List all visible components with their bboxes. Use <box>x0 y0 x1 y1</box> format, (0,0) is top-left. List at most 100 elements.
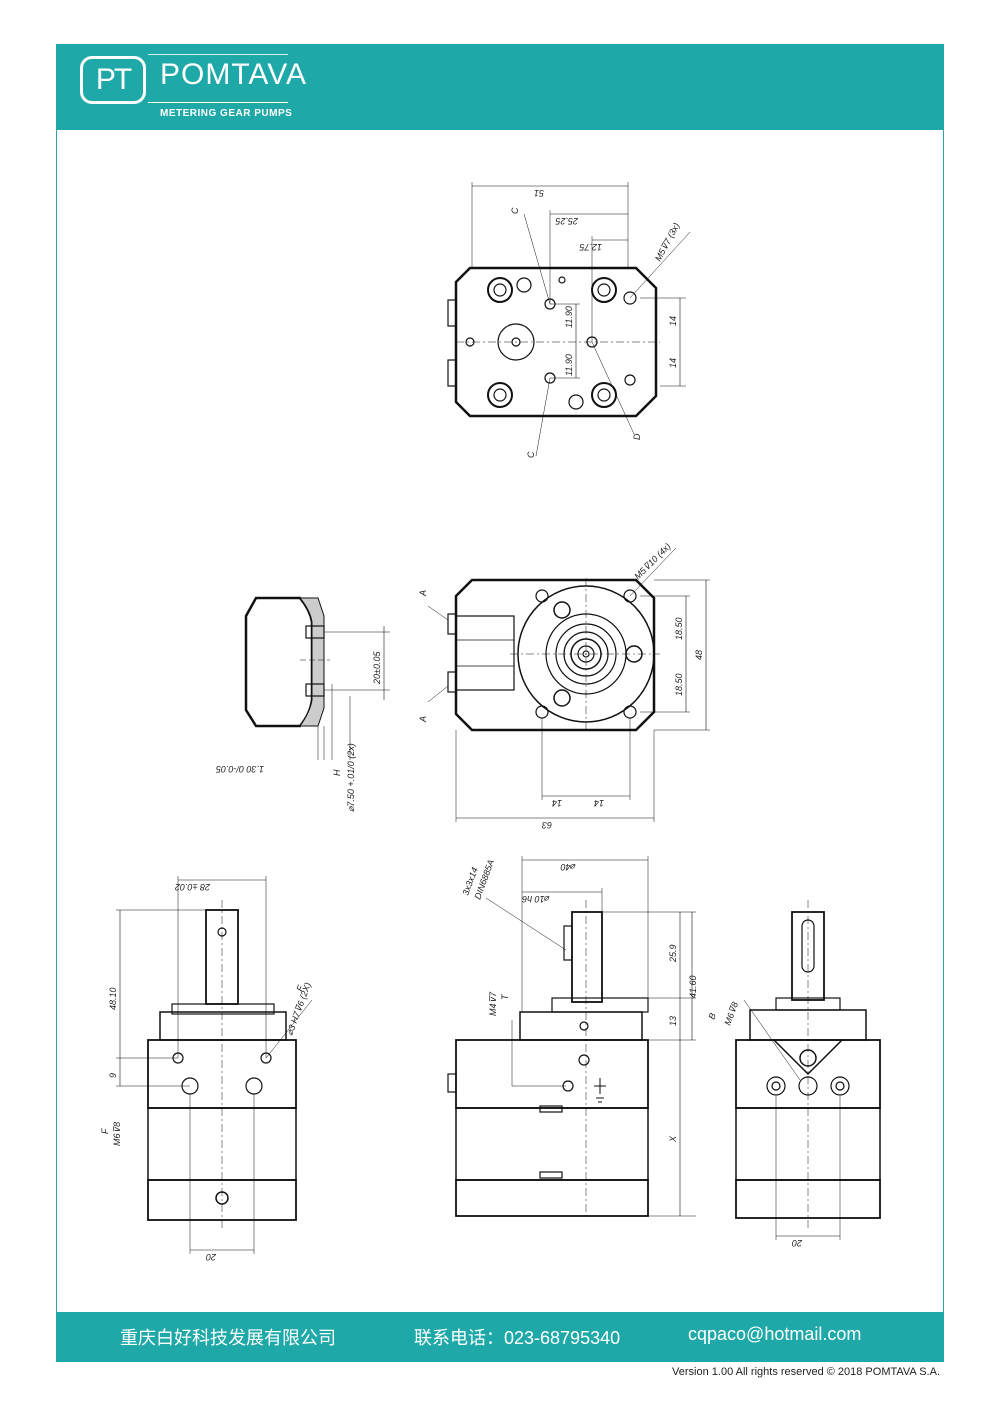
footer-phone: 联系电话：023-68795340 <box>414 1328 621 1348</box>
dim-14-front-b: 14 <box>594 798 604 808</box>
right-thread-note: M6⊽8 <box>722 1001 740 1027</box>
dim-14-front-a: 14 <box>552 798 562 808</box>
top-view-bolt-3-hex <box>493 388 507 402</box>
dim-25-25: 25.25 <box>554 216 579 226</box>
label-d: D <box>632 433 642 440</box>
dim-12-75: 12.75 <box>578 242 602 252</box>
top-view-thread-hole <box>623 291 637 305</box>
right-hole-1 <box>766 1076 786 1096</box>
center-notch-1 <box>539 1105 563 1113</box>
top-view-thread-hole-2 <box>624 374 636 386</box>
top-view-small-hole-2 <box>465 337 475 347</box>
center-collar <box>551 997 649 1013</box>
brand-rule <box>148 102 288 103</box>
footer-email[interactable]: cqpaco@hotmail.com <box>688 1324 862 1344</box>
top-view-small-hole <box>558 276 566 284</box>
label-a-top: A <box>418 590 428 597</box>
center-hole-2 <box>578 1054 590 1066</box>
right-hole-3-inner <box>835 1081 845 1091</box>
top-view-tab-2 <box>447 359 457 387</box>
brand-top-rule <box>148 54 288 55</box>
front-corner-hole-3 <box>535 705 549 719</box>
right-v-groove <box>773 1039 843 1076</box>
top-view-bolt-1 <box>487 277 513 303</box>
dim-18-50-b: 18.50 <box>674 673 684 696</box>
front-thread-note: M5⊽10 (4x) <box>632 541 672 581</box>
footer-company: 重庆白好科技发展有限公司 <box>120 1328 336 1348</box>
center-shaft <box>571 911 603 1003</box>
center-key <box>563 925 573 961</box>
logo-mark: PT <box>80 56 146 104</box>
center-body <box>455 1039 649 1109</box>
center-side-labels: 3x3x14 DIN6885A ⌀40 ⌀10 h6 25.9 41.60 13… <box>460 858 698 1143</box>
dim-40: ⌀40 <box>561 862 576 872</box>
dim-20-left: 20 <box>206 1252 217 1262</box>
left-flange <box>159 1011 287 1041</box>
center-base <box>455 1179 649 1217</box>
left-collar <box>171 1003 275 1015</box>
dim-7-50: ⌀7.50 +.01/0 (2x) <box>346 743 356 812</box>
front-bolt-1 <box>553 601 571 619</box>
section-body <box>244 596 314 728</box>
left-side-view <box>116 876 313 1254</box>
dim-63: 63 <box>542 820 552 830</box>
front-view <box>427 547 710 822</box>
dim-9: 9 <box>108 1073 118 1078</box>
front-view-body <box>454 578 656 732</box>
front-corner-hole-2 <box>623 589 637 603</box>
top-view <box>447 182 691 457</box>
section-hatch <box>298 597 325 727</box>
dim-11-90-b: 11.90 <box>564 354 574 376</box>
top-view-bolt-2-hex <box>597 283 611 297</box>
front-corner-hole-4 <box>623 705 637 719</box>
top-view-center-boss <box>497 323 535 361</box>
top-view-center-hole <box>511 337 521 347</box>
label-f-1: F <box>294 984 305 993</box>
center-thread-note: M4⊽7 <box>488 991 498 1016</box>
dim-10-h6: ⌀10 h6 <box>522 894 550 904</box>
dim-48-10: 48.10 <box>108 987 118 1010</box>
label-f-2: F <box>100 1128 110 1134</box>
top-view-bolt-1-hex <box>493 283 507 297</box>
right-hole-1-inner <box>771 1081 781 1091</box>
label-b: B <box>706 1012 717 1021</box>
top-thread-note: M5⊽7 (3x) <box>653 221 682 263</box>
right-side-view <box>735 900 881 1240</box>
dim-48: 48 <box>694 650 704 660</box>
top-view-dowel-2 <box>568 394 584 410</box>
dim-28: 28 ±0.02 <box>175 882 211 892</box>
center-flange <box>519 1011 643 1041</box>
left-shaft <box>205 909 239 1005</box>
label-c-bottom: C <box>526 451 536 458</box>
center-lower-body <box>455 1107 649 1181</box>
dim-18-50-a: 18.50 <box>674 617 684 640</box>
ground-icon <box>594 1078 606 1103</box>
section-labels: 20±0.05 1.30 0/-0.05 ⌀7.50 +.01/0 (2x) H <box>215 651 382 812</box>
label-t: T <box>500 993 510 1000</box>
center-side-view <box>447 856 696 1220</box>
label-c-top: C <box>510 207 520 214</box>
center-notch-2 <box>539 1171 563 1179</box>
front-shaft-center <box>582 650 590 658</box>
brand-subtitle: METERING GEAR PUMPS <box>160 108 293 119</box>
center-hole-1 <box>579 1021 589 1031</box>
right-hole-3 <box>830 1076 850 1096</box>
brand-name: POMTAVA <box>160 58 308 91</box>
header-banner: PT POMTAVA METERING GEAR PUMPS <box>56 44 944 130</box>
thread-f2-note: M6⊽8 <box>112 1122 122 1146</box>
front-bolt-2 <box>553 689 571 707</box>
dim-14-top-b: 14 <box>668 358 678 368</box>
front-hub-ring <box>555 623 617 685</box>
label-x: X <box>668 1135 678 1143</box>
top-view-bolt-2 <box>591 277 617 303</box>
top-view-bolt-4-hex <box>597 388 611 402</box>
dim-1-30: 1.30 0/-0.05 <box>215 764 264 774</box>
dim-14-top-a: 14 <box>668 316 678 326</box>
dim-51: 51 <box>534 188 544 198</box>
left-hole-4 <box>245 1077 263 1095</box>
center-tab <box>447 1073 457 1093</box>
front-corner-hole-1 <box>535 589 549 603</box>
version-line: Version 1.00 All rights reserved © 2018 … <box>672 1366 940 1378</box>
top-view-dowel-1 <box>516 277 532 293</box>
